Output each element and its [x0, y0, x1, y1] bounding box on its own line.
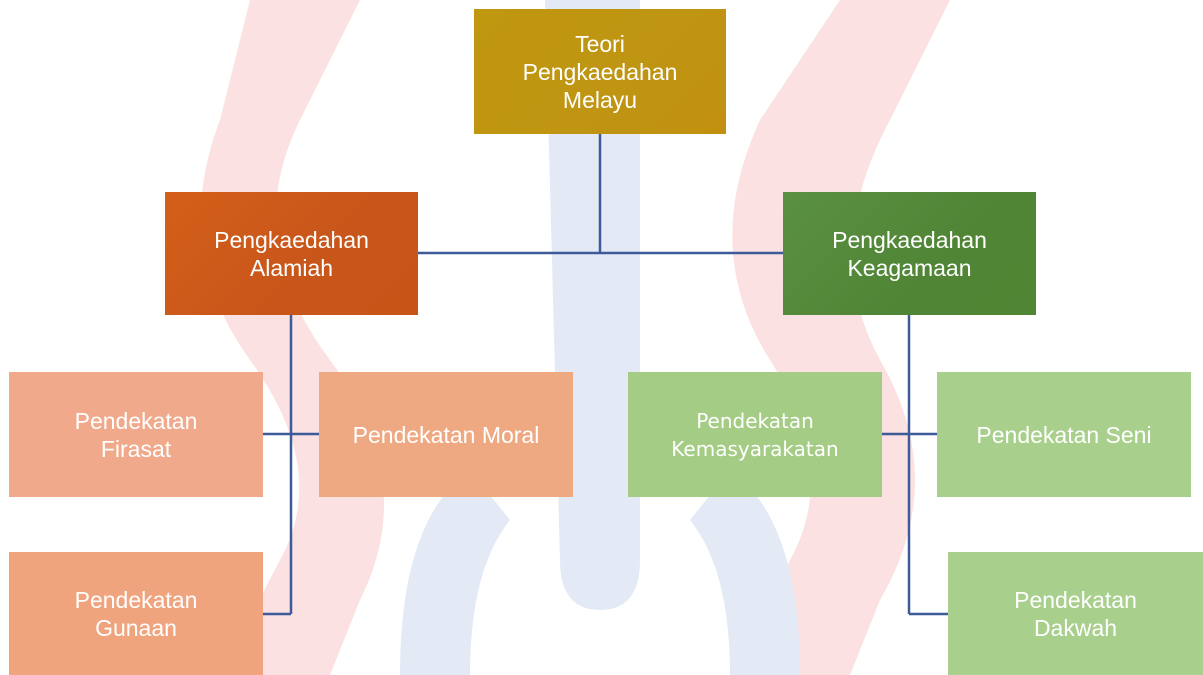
watermark-blue-arc-right: [690, 470, 800, 675]
node-firasat-line2: Firasat: [100, 435, 172, 462]
node-pengkaedahan-keagamaan: Pengkaedahan Keagamaan: [783, 192, 1036, 315]
watermark-red-shape-right: [732, 0, 950, 675]
node-seni-line1: Pendekatan Seni: [976, 421, 1152, 448]
node-alamiah-line2: Alamiah: [249, 254, 334, 281]
node-pendekatan-gunaan: Pendekatan Gunaan: [9, 552, 263, 675]
node-teori-pengkaedahan-melayu: Teori Pengkaedahan Melayu: [474, 9, 726, 134]
node-keagamaan-line2: Keagamaan: [847, 254, 972, 281]
watermark-blue-arc: [400, 470, 510, 675]
node-dakwah-line1: Pendekatan: [1014, 586, 1137, 613]
node-gunaan-line2: Gunaan: [95, 614, 177, 641]
node-root-line2: Pengkaedahan: [522, 58, 678, 85]
node-kemasyarakatan-line2: Kemasyarakatan: [671, 436, 839, 461]
node-dakwah-line2: Dakwah: [1033, 614, 1118, 641]
node-pendekatan-kemasyarakatan: Pendekatan Kemasyarakatan: [628, 372, 882, 497]
node-keagamaan-line1: Pengkaedahan: [832, 226, 987, 253]
node-alamiah-line1: Pengkaedahan: [214, 226, 369, 253]
node-pendekatan-moral: Pendekatan Moral: [319, 372, 573, 497]
watermark-red-shape-left: [200, 0, 384, 675]
node-root-line3: Melayu: [562, 86, 638, 113]
node-pendekatan-firasat: Pendekatan Firasat: [9, 372, 263, 497]
node-pendekatan-seni: Pendekatan Seni: [937, 372, 1191, 497]
node-gunaan-line1: Pendekatan: [74, 586, 198, 613]
node-pengkaedahan-alamiah: Pengkaedahan Alamiah: [165, 192, 418, 315]
node-root-line1: Teori: [575, 30, 625, 57]
node-firasat-line1: Pendekatan: [74, 407, 198, 434]
node-kemasyarakatan-line1: Pendekatan: [696, 408, 814, 433]
node-moral-line1: Pendekatan Moral: [352, 421, 540, 448]
node-pendekatan-dakwah: Pendekatan Dakwah: [948, 552, 1203, 675]
